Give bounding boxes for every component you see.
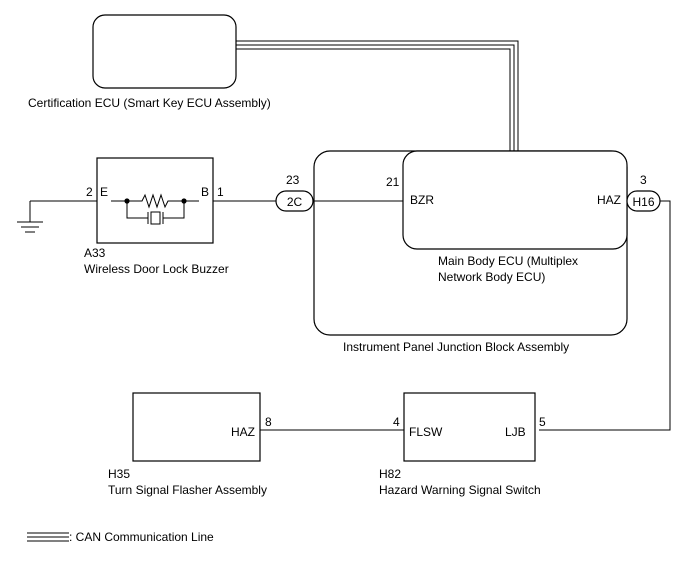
buzzer-pin-b-name: B bbox=[201, 185, 209, 199]
certification-ecu: Certification ECU (Smart Key ECU Assembl… bbox=[28, 14, 271, 110]
certification-ecu-box bbox=[92, 14, 237, 89]
legend-can-label: : CAN Communication Line bbox=[69, 530, 214, 544]
connector-h16-pin: 3 bbox=[640, 173, 647, 187]
flasher-label: Turn Signal Flasher Assembly bbox=[108, 483, 267, 497]
connector-h16-label: H16 bbox=[632, 195, 654, 209]
hazard-switch-box bbox=[403, 392, 536, 462]
hazard-switch-code: H82 bbox=[379, 467, 401, 481]
wire-h16-to-ljb bbox=[539, 200, 671, 431]
can-line-legend-symbol bbox=[27, 532, 69, 542]
certification-ecu-label: Certification ECU (Smart Key ECU Assembl… bbox=[28, 96, 271, 110]
main-body-ecu: BZR 21 HAZ Main Body ECU (Multiplex Netw… bbox=[386, 150, 628, 284]
hazard-warning-signal-switch: FLSW 4 LJB 5 H82 Hazard Warning Signal S… bbox=[379, 392, 546, 497]
hazard-switch-pin-flsw-name: FLSW bbox=[409, 425, 443, 439]
main-body-ecu-pin-bzr-name: BZR bbox=[410, 193, 434, 207]
connector-2c-label: 2C bbox=[287, 195, 303, 209]
turn-signal-flasher: HAZ 8 H35 Turn Signal Flasher Assembly bbox=[108, 392, 272, 497]
hazard-switch-pin-flsw-num: 4 bbox=[393, 415, 400, 429]
flasher-code: H35 bbox=[108, 467, 130, 481]
ground-symbol bbox=[17, 201, 43, 233]
hazard-switch-pin-ljb-name: LJB bbox=[505, 425, 526, 439]
buzzer-pin-e-name: E bbox=[100, 185, 108, 199]
junction-block-label: Instrument Panel Junction Block Assembly bbox=[343, 340, 569, 354]
can-communication-line bbox=[236, 40, 519, 151]
buzzer-label: Wireless Door Lock Buzzer bbox=[84, 262, 229, 276]
main-body-ecu-label-line2: Network Body ECU) bbox=[438, 270, 545, 284]
buzzer-pin-b-num: 1 bbox=[217, 185, 224, 199]
legend: : CAN Communication Line bbox=[27, 530, 214, 544]
main-body-ecu-box bbox=[402, 150, 628, 250]
buzzer-internal-circuit bbox=[111, 193, 199, 225]
flasher-pin-haz-name: HAZ bbox=[231, 425, 255, 439]
wireless-door-lock-buzzer: 2 E B 1 A33 Wireless Door Lock Buzzer bbox=[84, 157, 229, 276]
flasher-box bbox=[132, 392, 261, 462]
connector-h16: H16 3 bbox=[626, 173, 661, 212]
hazard-switch-label: Hazard Warning Signal Switch bbox=[379, 483, 541, 497]
main-body-ecu-pin-bzr-num: 21 bbox=[386, 175, 400, 189]
hazard-switch-pin-ljb-num: 5 bbox=[539, 415, 546, 429]
buzzer-pin-e-num: 2 bbox=[86, 185, 93, 199]
buzzer-code: A33 bbox=[84, 246, 106, 260]
connector-2c: 2C 23 bbox=[275, 173, 314, 212]
main-body-ecu-pin-haz-name: HAZ bbox=[597, 193, 621, 207]
flasher-pin-haz-num: 8 bbox=[265, 415, 272, 429]
connector-2c-pin: 23 bbox=[286, 173, 300, 187]
main-body-ecu-label-line1: Main Body ECU (Multiplex bbox=[438, 254, 578, 268]
